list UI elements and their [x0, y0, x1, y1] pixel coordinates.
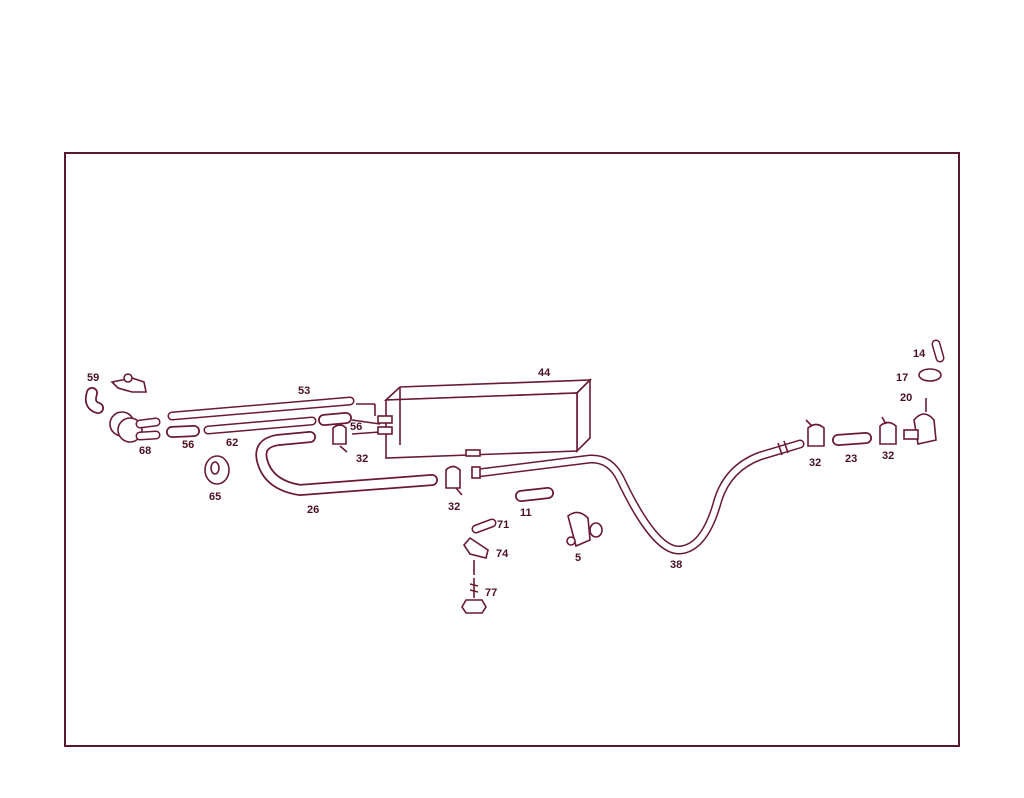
part-44-canister [383, 378, 593, 459]
label-74: 74 [496, 548, 509, 560]
part-14-sleeve [931, 339, 945, 363]
label-71: 71 [497, 519, 509, 531]
part-68-cap [109, 411, 161, 443]
label-14: 14 [913, 348, 926, 360]
label-20: 20 [900, 392, 912, 404]
label-23: 23 [845, 453, 857, 465]
part-11-sleeve [515, 487, 554, 502]
label-32-c: 32 [809, 457, 821, 469]
part-32-clamp-d [879, 416, 897, 445]
part-65-grommet [204, 455, 230, 485]
part-77-screw [461, 578, 487, 614]
part-62-pipe [203, 416, 317, 435]
part-56-hose-left [166, 425, 200, 438]
label-56-right: 56 [350, 421, 362, 433]
part-38-line [471, 439, 805, 555]
part-59-elbow [84, 373, 147, 414]
label-5: 5 [575, 552, 581, 564]
part-17-clamp [918, 368, 942, 382]
part-23-hose [832, 432, 872, 446]
label-32-a: 32 [356, 453, 368, 465]
label-77: 77 [485, 587, 497, 599]
part-32-clamp-a [332, 424, 348, 453]
part-26-hose [255, 431, 438, 497]
label-32-b: 32 [448, 501, 460, 513]
label-32-d: 32 [882, 450, 894, 462]
label-11: 11 [520, 507, 532, 519]
part-56-hose-right [318, 412, 393, 435]
part-20-valve [903, 398, 937, 445]
label-17: 17 [896, 372, 908, 384]
part-71-sleeve [471, 518, 497, 534]
label-53: 53 [298, 385, 310, 397]
label-26: 26 [307, 504, 319, 516]
label-65: 65 [209, 491, 221, 503]
part-32-clamp-b [445, 465, 463, 496]
diagram-frame [64, 152, 960, 747]
label-38: 38 [670, 559, 682, 571]
part-74-bracket [462, 536, 489, 575]
label-44: 44 [538, 367, 551, 379]
part-53-pipe [167, 396, 376, 421]
part-32-clamp-c [805, 419, 825, 447]
label-56-left: 56 [182, 439, 194, 451]
label-62: 62 [226, 437, 238, 449]
part-5-valve [566, 511, 603, 548]
label-59: 59 [87, 372, 99, 384]
label-68: 68 [139, 445, 151, 457]
